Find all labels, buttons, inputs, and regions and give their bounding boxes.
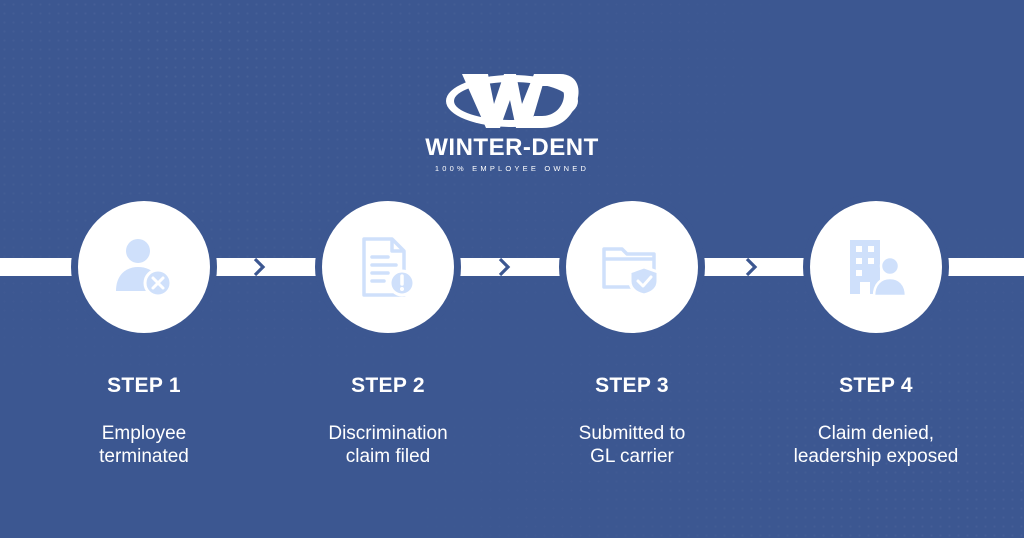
step-3-circle (559, 194, 705, 340)
brand-name: WINTER-DENT (425, 134, 599, 161)
step-3-description: Submitted to GL carrier (578, 423, 686, 467)
brand-tagline: 100% EMPLOYEE OWNED (434, 164, 590, 173)
step-2-description: Discrimination claim filed (328, 423, 448, 467)
building-person-icon (850, 240, 908, 298)
step-1-title: STEP 1 (107, 374, 181, 397)
company-logo: WINTER-DENT 100% EMPLOYEE OWNED (0, 70, 1024, 173)
winter-dent-logo-mark-icon (446, 74, 579, 128)
step-4-description: Claim denied, leadership exposed (793, 423, 959, 467)
step-3-title: STEP 3 (595, 374, 669, 397)
chevron-right-icon (250, 258, 270, 276)
step-1-circle (71, 194, 217, 340)
step-4-circle (803, 194, 949, 340)
folder-shield-icon (602, 247, 660, 297)
step-2-circle (315, 194, 461, 340)
user-remove-icon (116, 239, 173, 298)
chevron-right-icon (742, 258, 762, 276)
timeline-band (0, 258, 1024, 276)
chevron-right-icon (495, 258, 515, 276)
step-2-title: STEP 2 (351, 374, 425, 397)
document-alert-icon (362, 237, 416, 297)
step-1-description: Employee terminated (99, 423, 189, 467)
step-4-title: STEP 4 (839, 374, 913, 397)
